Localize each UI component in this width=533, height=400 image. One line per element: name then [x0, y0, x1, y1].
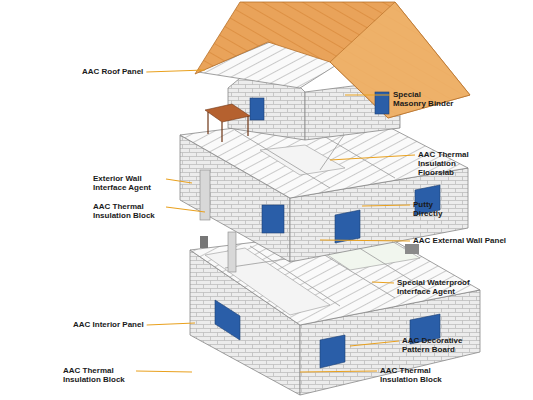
illustration-part [405, 244, 419, 254]
illustration-part [195, 2, 470, 118]
leader-line [136, 371, 192, 372]
illustration-part [208, 112, 248, 142]
leader-line [300, 371, 377, 372]
leader-line [146, 70, 205, 72]
part-label: AAC Thermal Insulation Block [63, 366, 133, 384]
leader-line [320, 240, 410, 241]
leader-line [166, 207, 205, 212]
illustration-part [200, 170, 210, 220]
illustration-part [200, 236, 208, 248]
part-label: AAC External Wall Panel [413, 236, 506, 245]
illustration-part [320, 335, 345, 368]
leader-line [350, 341, 399, 346]
part-label: AAC Thermal Insulation Block [380, 366, 450, 384]
illustration-part [262, 205, 284, 233]
part-label: Putty Directly [413, 200, 453, 218]
leader-line [330, 155, 415, 160]
leader-line [166, 179, 192, 183]
part-label: Special Waterproof Interface Agent [397, 278, 487, 296]
leader-line [372, 282, 394, 283]
leader-line [362, 205, 410, 206]
part-label: AAC Thermal Insulation Block [93, 202, 163, 220]
part-label: Exterior Wall Interface Agent [93, 174, 163, 192]
part-label: AAC Roof Panel [82, 67, 143, 76]
leader-line [147, 323, 195, 325]
illustration-part [205, 104, 250, 122]
illustration-part [335, 210, 360, 243]
part-label: AAC Thermal Insulation Floorslab [418, 150, 470, 178]
illustration-part [215, 300, 240, 340]
leader-line [345, 94, 390, 95]
part-label: AAC Interior Panel [73, 320, 144, 329]
part-label: AAC Decorative Pattern Board [402, 336, 492, 354]
illustration-part [330, 2, 470, 118]
illustration-part [228, 232, 236, 272]
roof [195, 2, 470, 142]
part-label: Special Masonry Binder [393, 90, 455, 108]
illustration-part [250, 98, 264, 120]
